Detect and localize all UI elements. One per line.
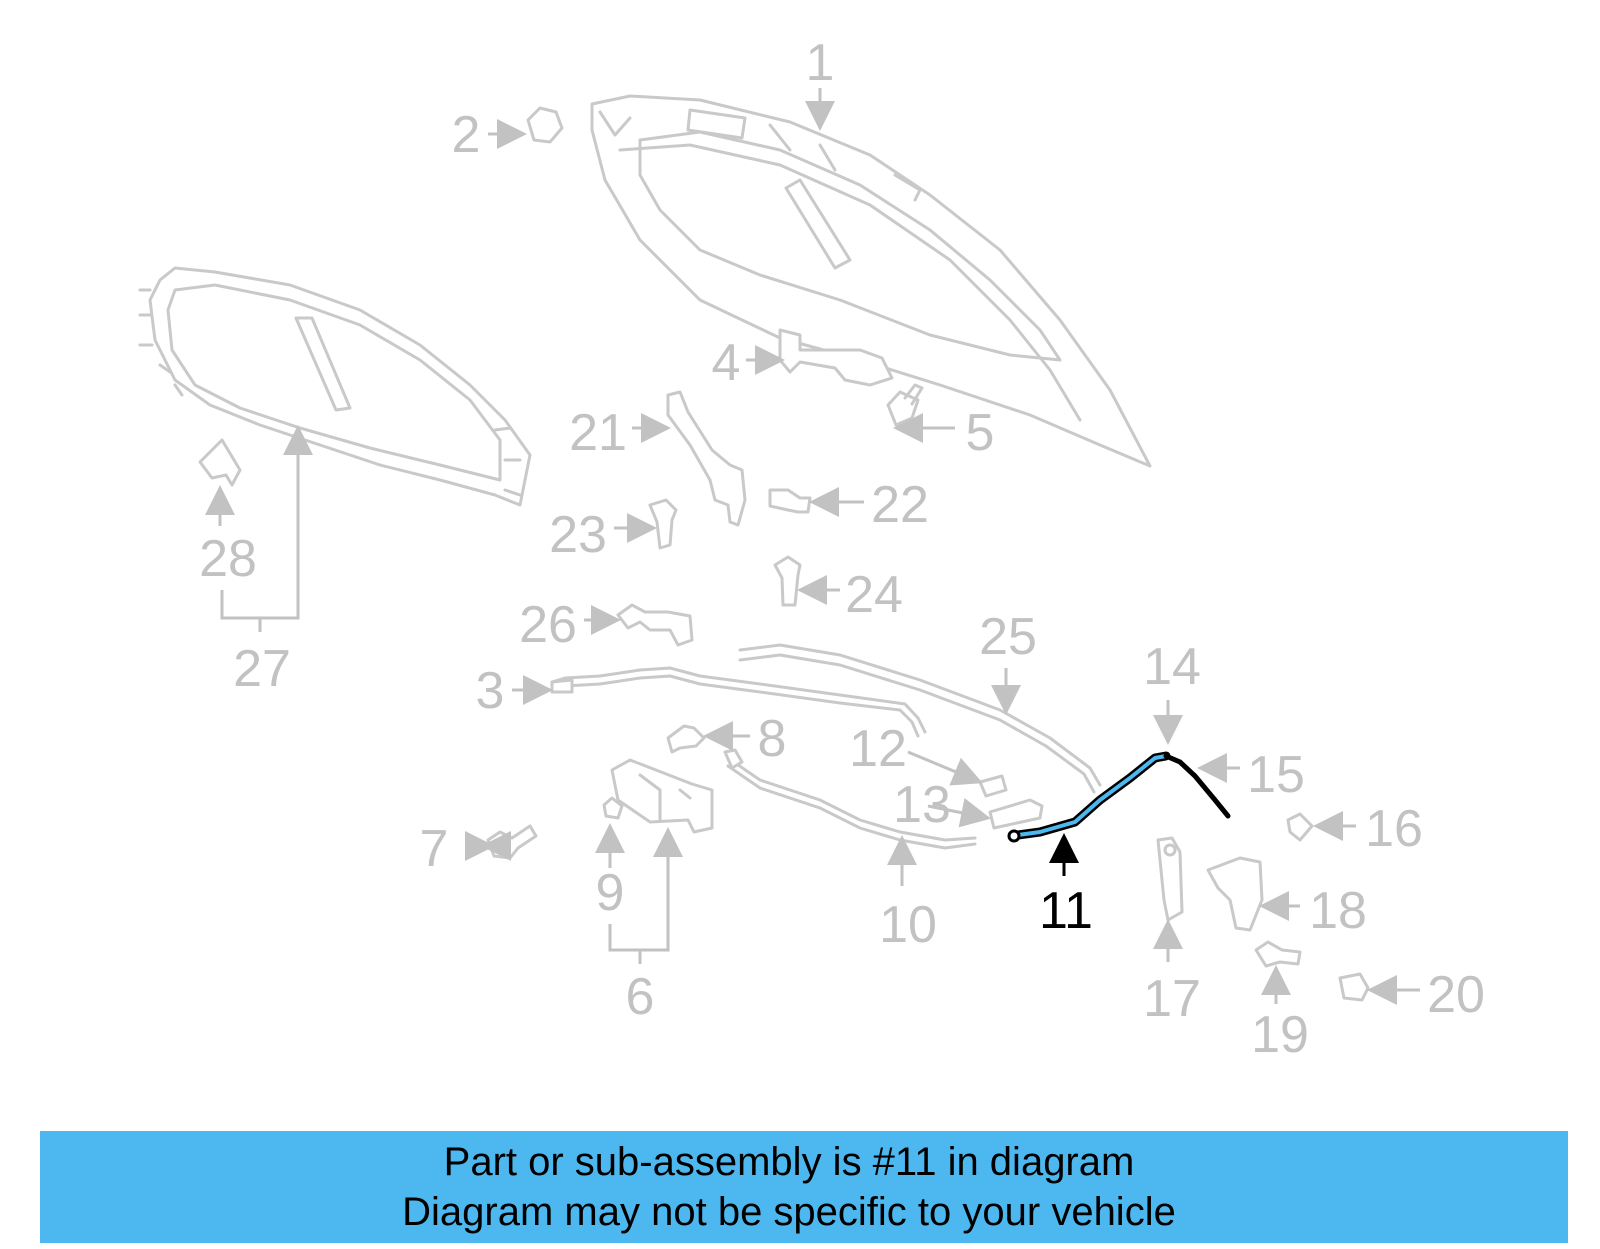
callout-labels: 1 2 3 4 5 6 7 8 9 10 11 12 13 14 15 16 1… [199, 34, 1485, 1064]
clip-20-part [1338, 972, 1370, 1002]
banner-line-1: Part or sub-assembly is #11 in diagram [443, 1140, 1135, 1184]
clip-16-part [1286, 812, 1314, 842]
callout-13: 13 [893, 776, 951, 834]
callout-19: 19 [1251, 1006, 1309, 1064]
latch-assembly-part [602, 758, 714, 834]
callout-15: 15 [1247, 746, 1305, 804]
hood-insulator-part [138, 266, 532, 507]
callout-1: 1 [806, 34, 835, 92]
bumper-stop-part [526, 106, 564, 144]
callout-17: 17 [1143, 970, 1201, 1028]
callout-25: 25 [979, 608, 1037, 666]
bolt-7-part [486, 824, 538, 860]
callout-8: 8 [758, 710, 787, 768]
hinge-part [666, 390, 747, 527]
callout-4: 4 [712, 334, 741, 392]
latch-bracket-part [778, 328, 894, 387]
callout-28: 28 [199, 530, 257, 588]
callout-6: 6 [626, 968, 655, 1026]
callout-7: 7 [420, 820, 449, 878]
bolt-8-part [666, 724, 706, 754]
callout-11-highlighted: 11 [1039, 882, 1093, 940]
callout-20: 20 [1427, 966, 1485, 1024]
callout-23: 23 [549, 506, 607, 564]
bolt-22-part [768, 488, 812, 514]
hood-part [590, 94, 1152, 468]
leader-lines [205, 88, 1420, 1005]
callout-27: 27 [233, 640, 291, 698]
part-12 [978, 774, 1008, 798]
part-13 [988, 798, 1044, 830]
callout-22: 22 [871, 476, 929, 534]
callout-9: 9 [596, 864, 625, 922]
callout-21: 21 [569, 404, 627, 462]
bolt-23-part [648, 498, 678, 550]
callout-16: 16 [1365, 800, 1423, 858]
prop-rod-part [1156, 836, 1184, 922]
callout-14: 14 [1143, 638, 1201, 696]
callout-2: 2 [452, 106, 481, 164]
bolt-24-part [773, 555, 802, 607]
banner-line-2: Diagram may not be specific to your vehi… [402, 1190, 1176, 1234]
striker-part [1206, 856, 1264, 932]
bolt-19-part [1254, 940, 1302, 968]
support-bracket-part [616, 603, 694, 647]
callout-18: 18 [1309, 882, 1367, 940]
cable-11-highlighted-part [1007, 751, 1231, 843]
callout-12: 12 [849, 720, 907, 778]
callout-26: 26 [519, 596, 577, 654]
retainer-clip-part [198, 438, 242, 487]
callout-3: 3 [476, 662, 505, 720]
callout-5: 5 [966, 404, 995, 462]
info-banner: Part or sub-assembly is #11 in diagram D… [40, 1131, 1568, 1243]
cable-25-part [738, 643, 1102, 794]
bolt-5-part [886, 383, 924, 427]
callout-10: 10 [879, 896, 937, 954]
cable-10-part [723, 748, 977, 850]
callout-24: 24 [845, 566, 903, 624]
